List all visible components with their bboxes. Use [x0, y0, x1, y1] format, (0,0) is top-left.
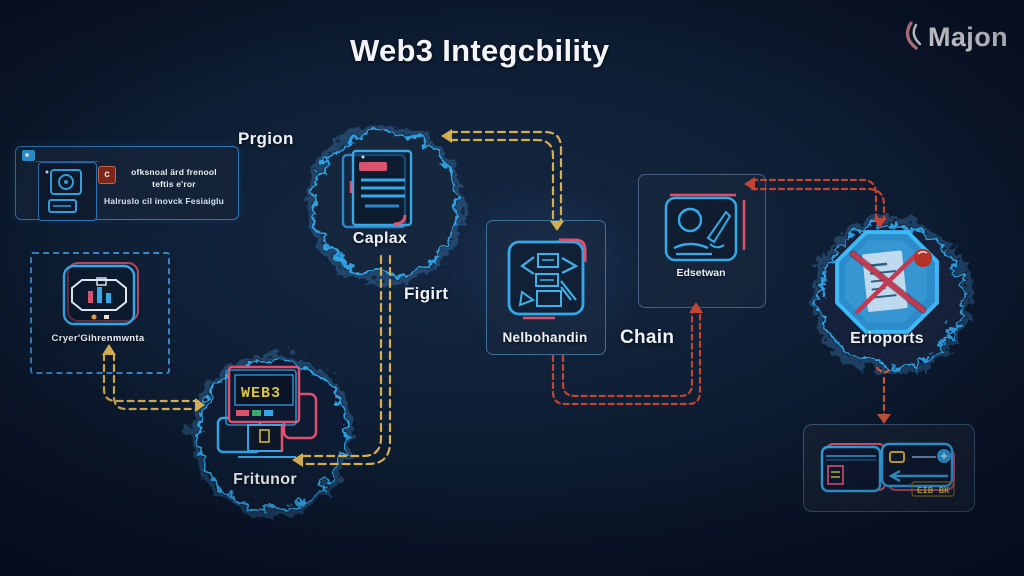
erioports-node-label: Erioports	[850, 330, 924, 347]
retro-computer-icon: WEB3	[216, 365, 318, 458]
brand-name: Majon	[928, 21, 1008, 52]
circuit-chip-icon	[507, 238, 587, 320]
panel-text-line3: Halruslo cil inovck Fesiaiglu	[103, 196, 225, 206]
edsetwan-node-label: Edsetwan	[676, 267, 726, 279]
panel-chip-icon	[22, 150, 35, 161]
fritunor-node-label: Fritunor	[233, 471, 297, 488]
analytics-chart-icon	[62, 262, 139, 326]
flow-label-chain: Chain	[620, 327, 675, 348]
nelbohandin-node-label: Nelbohandin	[502, 330, 588, 345]
camera-device-icon	[45, 169, 82, 213]
swoosh-icon	[905, 21, 922, 50]
caplax-node-label: Caplax	[352, 230, 408, 247]
signing-person-icon	[664, 193, 746, 262]
panel-device-frame	[38, 162, 97, 221]
flow-label-figirt: Figirt	[404, 284, 449, 303]
panel-c-badge-icon: c	[98, 166, 116, 184]
page-title: Web3 Integcbility	[350, 33, 610, 68]
screen-text: WEB3	[241, 385, 281, 402]
panel-text-line2: teftis e'ror	[152, 179, 196, 189]
brand-logo: Majon	[896, 20, 1008, 54]
document-icon	[341, 149, 413, 229]
prohibited-document-icon	[835, 230, 939, 334]
card-badge-text: EIB BK	[917, 486, 950, 496]
analytics-box-label: Cryer'Gihrenmwnta	[51, 333, 145, 344]
flow-label-prgion: Prgion	[238, 129, 294, 148]
panel-text-line1: ofksnoal ärd frenool	[131, 167, 217, 177]
wallet-card-icon: EIB BK	[820, 442, 955, 497]
